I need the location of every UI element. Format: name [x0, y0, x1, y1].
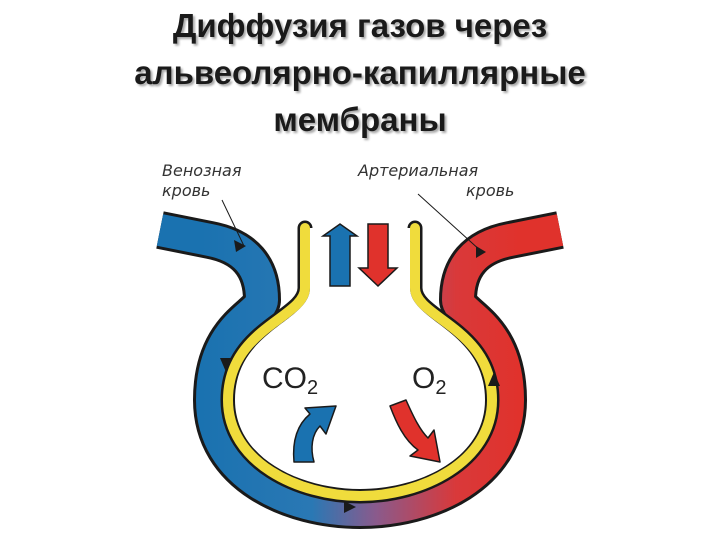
capillary [156, 211, 564, 529]
arterial-blood-label-line2: кровь [466, 181, 514, 200]
flow-arrow-venous-down [220, 358, 232, 372]
title-line-3: мембраны [273, 101, 447, 138]
flow-arrow-venous-in [234, 240, 246, 252]
slide-title: Диффузия газов через альвеолярно-капилля… [0, 0, 720, 143]
title-line-1: Диффузия газов через [172, 7, 548, 44]
alveolus-space [235, 228, 485, 489]
title-line-2: альвеолярно-капиллярные [134, 54, 586, 91]
ventilation-arrow-in [357, 223, 399, 288]
o2-label: O2 [412, 362, 446, 399]
flow-arrow-bottom [344, 501, 356, 513]
ventilation-arrow-out [320, 223, 360, 287]
arterial-blood-label-line1: Артериальная [357, 161, 479, 180]
co2-label: CO2 [262, 362, 318, 399]
alveolar-membrane [220, 220, 500, 504]
arterial-pointer-line [417, 193, 483, 253]
venous-blood-label-line1: Венозная [162, 161, 242, 180]
o2-diffusion-arrow [389, 399, 441, 463]
flow-arrow-arterial-up [488, 372, 500, 386]
co2-diffusion-arrow [292, 405, 337, 463]
venous-pointer-line [221, 199, 245, 247]
venous-blood-label-line2: кровь [162, 181, 210, 200]
flow-arrows [220, 240, 500, 513]
